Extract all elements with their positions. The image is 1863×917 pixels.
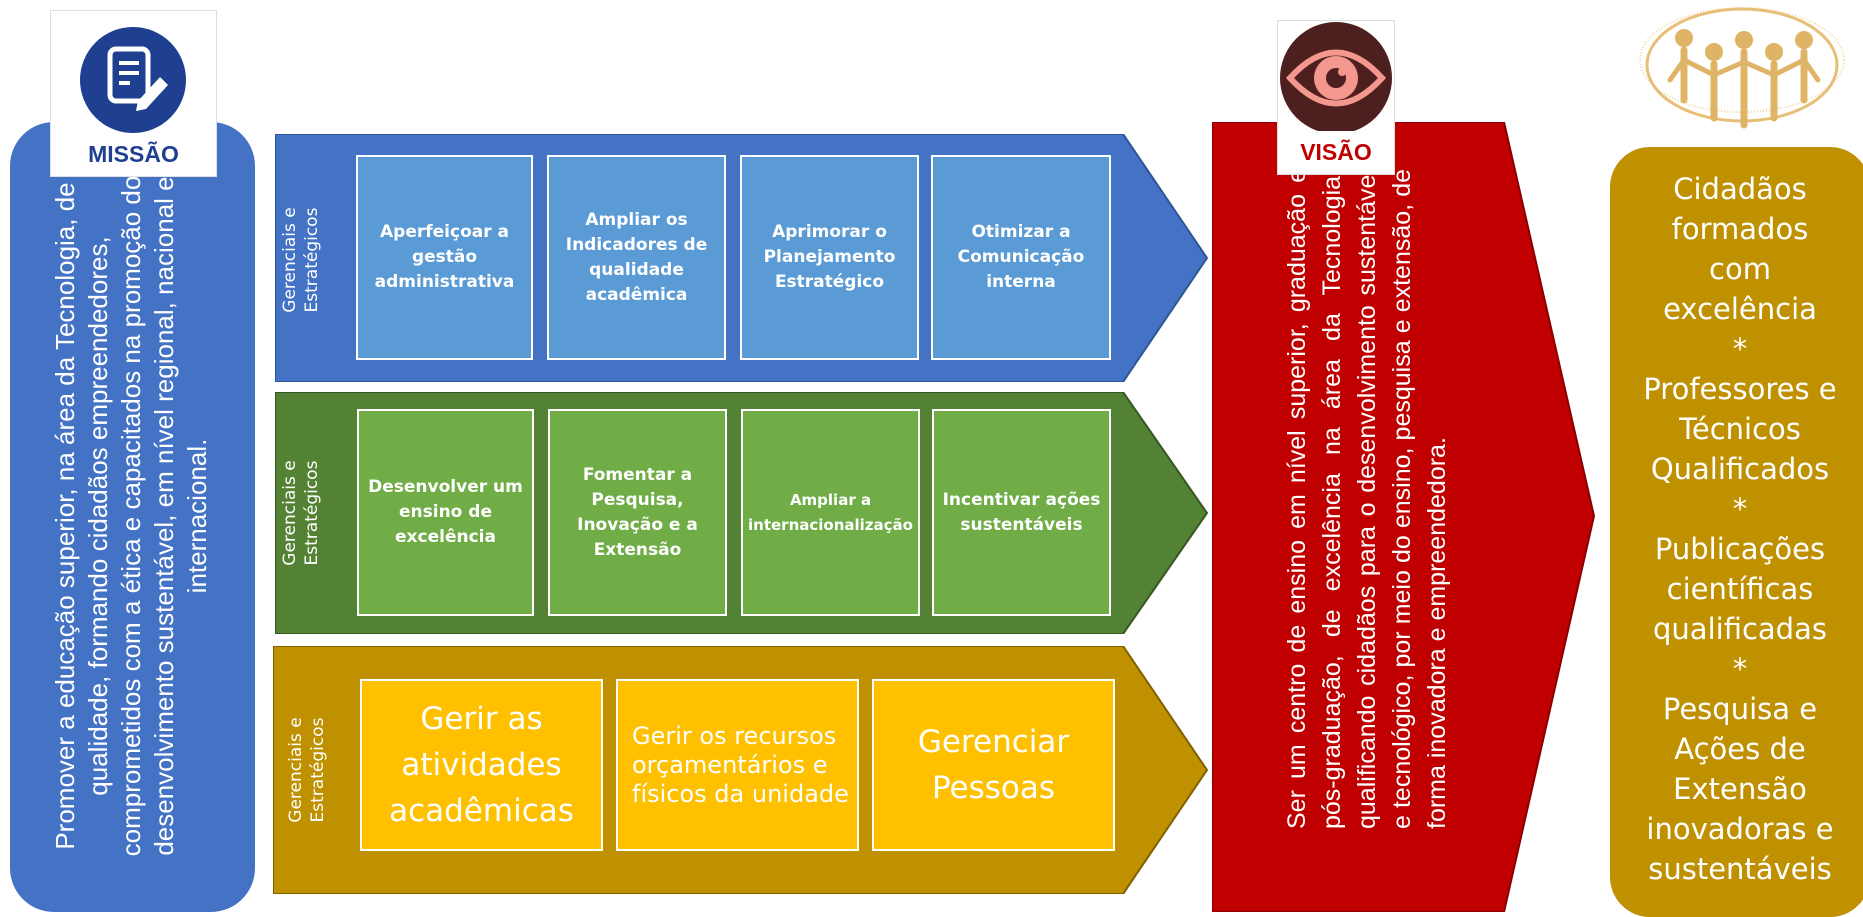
result-item: Professores e Técnicos Qualificados xyxy=(1643,372,1837,486)
visao-label: VISÃO xyxy=(1300,139,1372,165)
result-separator: * xyxy=(1732,332,1748,366)
people-circle-icon xyxy=(1639,7,1845,129)
row-2-label-line1: Gerenciais e xyxy=(280,460,300,566)
result-item: Pesquisa e Ações de Extensão inovadoras … xyxy=(1646,692,1834,886)
row-3-label: Gerenciais e Estratégicos xyxy=(284,680,330,860)
row-1-label-line2: Estratégicos xyxy=(302,207,322,313)
row-2-label-line2: Estratégicos xyxy=(302,460,322,566)
visao-arrow xyxy=(1212,122,1596,912)
row-1-label: Gerenciais e Estratégicos xyxy=(278,170,324,350)
visao-panel: Ser um centro de ensino em nível superio… xyxy=(1212,122,1597,912)
result-item: Publicações científicas qualificadas xyxy=(1653,532,1827,646)
objectives-row-3: Gerenciais e Estratégicos Gerir as ativi… xyxy=(273,646,1210,894)
objective-box: Aperfeiçoar a gestão administrativa xyxy=(356,155,533,360)
row-2-label: Gerenciais e Estratégicos xyxy=(278,423,324,603)
objectives-row-1: Gerenciais e Estratégicos Aperfeiçoar a … xyxy=(275,134,1210,382)
objective-box: Gerir os recursos orçamentários e físico… xyxy=(616,679,859,851)
result-item: Cidadãos formados com excelência xyxy=(1663,172,1817,326)
results-list: Cidadãos formados com excelência * Profe… xyxy=(1610,169,1863,889)
row-1-label-line1: Gerenciais e xyxy=(280,207,300,313)
objective-box: Aprimorar o Planejamento Estratégico xyxy=(740,155,919,360)
objective-box: Gerenciar Pessoas xyxy=(872,679,1115,851)
eye-icon xyxy=(1280,22,1392,131)
visao-text: Ser um centro de ensino em nível superio… xyxy=(1282,169,1451,829)
objective-box: Otimizar a Comunicação interna xyxy=(931,155,1111,360)
missao-badge: MISSÃO xyxy=(50,10,217,177)
result-separator: * xyxy=(1732,492,1748,526)
objective-box: Incentivar ações sustentáveis xyxy=(932,409,1111,616)
result-separator: * xyxy=(1732,652,1748,686)
document-pen-icon xyxy=(80,27,186,133)
missao-text: Promover a educação superior, na área da… xyxy=(49,175,212,857)
visao-badge: VISÃO xyxy=(1277,20,1395,175)
row-3-label-line2: Estratégicos xyxy=(308,717,328,823)
missao-panel: Promover a educação superior, na área da… xyxy=(10,122,255,912)
missao-label: MISSÃO xyxy=(88,141,179,167)
objectives-row-2: Gerenciais e Estratégicos Desenvolver um… xyxy=(275,392,1210,634)
row-3-label-line1: Gerenciais e xyxy=(286,717,306,823)
objective-box: Gerir as atividades acadêmicas xyxy=(360,679,603,851)
results-panel: Cidadãos formados com excelência * Profe… xyxy=(1610,147,1863,917)
objective-box: Ampliar a internacionalização xyxy=(741,409,920,616)
objective-box: Desenvolver um ensino de excelência xyxy=(357,409,534,616)
objective-box: Fomentar a Pesquisa, Inovação e a Extens… xyxy=(548,409,727,616)
objective-box: Ampliar os Indicadores de qualidade acad… xyxy=(547,155,726,360)
